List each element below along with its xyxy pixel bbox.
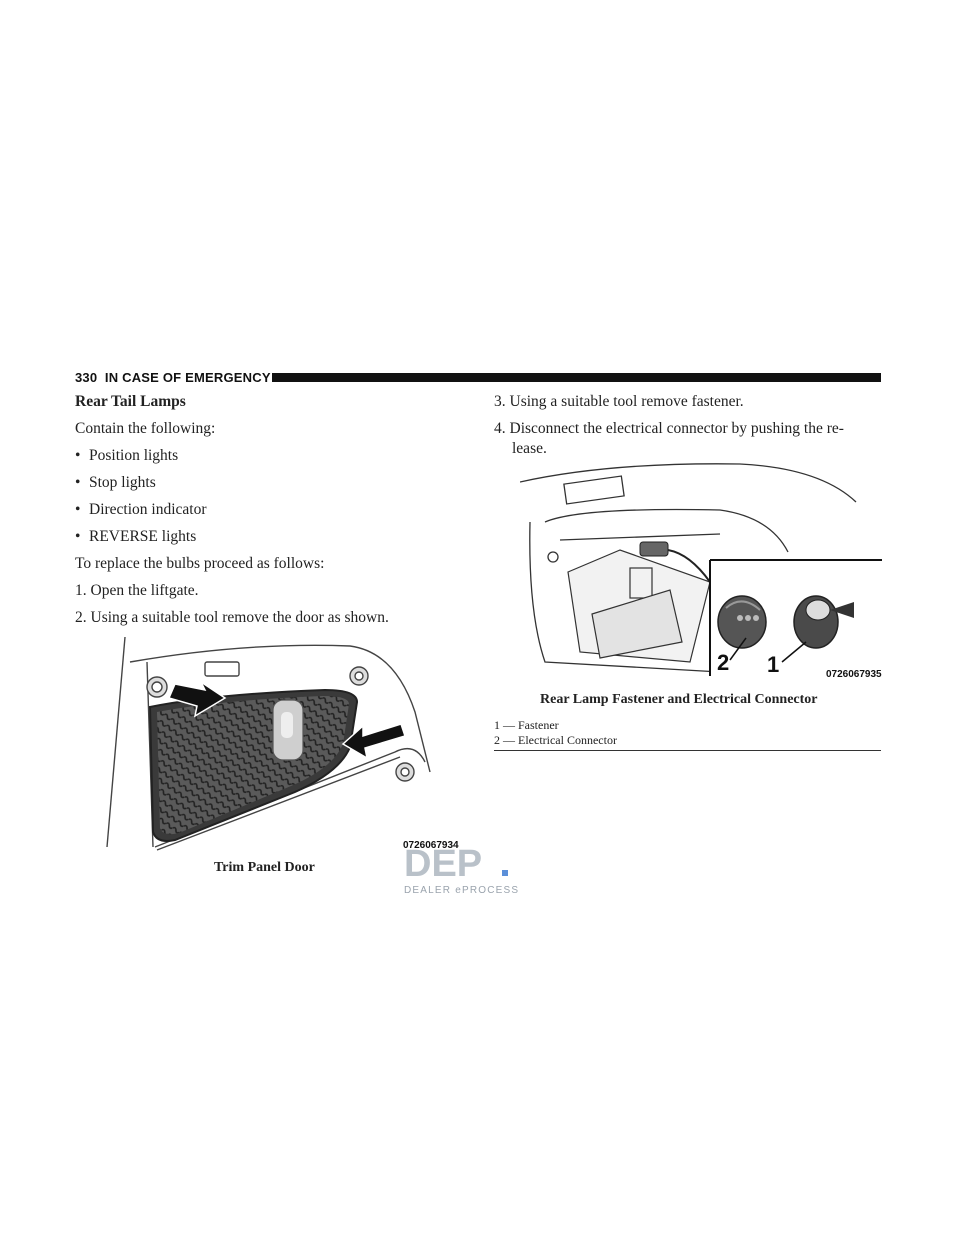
bullet-text: REVERSE lights — [89, 528, 197, 545]
bullet-text: Position lights — [89, 447, 179, 464]
step-2: 2. Using a suitable tool remove the door… — [75, 609, 389, 626]
step-3: 3. Using a suitable tool remove fastener… — [494, 393, 744, 410]
watermark-logo: DEP — [404, 846, 508, 885]
right-column: 3. Using a suitable tool remove fastener… — [494, 392, 884, 459]
lamp-recess — [547, 475, 625, 563]
left-column: Rear Tail Lamps Contain the following: •… — [75, 392, 475, 628]
figure-caption-trim: Trim Panel Door — [214, 860, 315, 875]
arrow-icon — [167, 679, 406, 760]
legend-rule — [494, 750, 881, 751]
side-marker — [204, 661, 240, 677]
page-header: 330 IN CASE OF EMERGENCY — [75, 370, 271, 385]
section-title: IN CASE OF EMERGENCY — [104, 370, 271, 385]
page-number: 330 — [75, 370, 98, 385]
callout-arrows — [729, 637, 807, 663]
legend-item-connector: 2 — Electrical Connector — [494, 733, 617, 747]
bullet-item: •Position lights — [75, 447, 179, 464]
trim-panel-door — [148, 688, 359, 842]
figure-caption-lamp: Rear Lamp Fastener and Electrical Connec… — [540, 692, 818, 707]
bullet-text: Direction indicator — [89, 501, 207, 518]
wire-harness — [639, 541, 711, 583]
intro-text: Contain the following: — [75, 420, 216, 437]
step-4-line2: lease. — [512, 440, 547, 457]
lead-text: To replace the bulbs proceed as follows: — [75, 555, 325, 572]
watermark-tagline: DEALER ePROCESS — [404, 885, 520, 896]
trim-panel-door-illustration — [106, 636, 431, 851]
body-panel-outline — [106, 636, 431, 851]
bullet-item: •Stop lights — [75, 474, 156, 491]
figure-code-trim: 0726067934 — [403, 840, 459, 851]
figure-code-lamp: 0726067935 — [826, 669, 882, 680]
fastener-detail — [793, 595, 854, 649]
callout-2: 2 — [717, 650, 730, 675]
step-1: 1. Open the liftgate. — [75, 582, 199, 599]
bullet-item: •REVERSE lights — [75, 528, 197, 545]
watermark-logo-text: DEP — [404, 846, 482, 885]
callout-1: 1 — [767, 652, 780, 677]
lamp-interior — [567, 549, 711, 663]
header-rule — [272, 373, 881, 382]
bullet-text: Stop lights — [89, 474, 156, 491]
legend-item-fastener: 1 — Fastener — [494, 718, 559, 732]
bullet-item: •Direction indicator — [75, 501, 207, 518]
step-4: 4. Disconnect the electrical connector b… — [494, 419, 884, 459]
section-heading: Rear Tail Lamps — [75, 393, 186, 410]
mount-holes — [146, 666, 415, 782]
electrical-connector-detail — [717, 595, 767, 649]
step-4-line1: 4. Disconnect the electrical connector b… — [494, 420, 844, 437]
lamp-housing-outline — [520, 463, 857, 673]
rear-lamp-illustration — [520, 463, 882, 676]
